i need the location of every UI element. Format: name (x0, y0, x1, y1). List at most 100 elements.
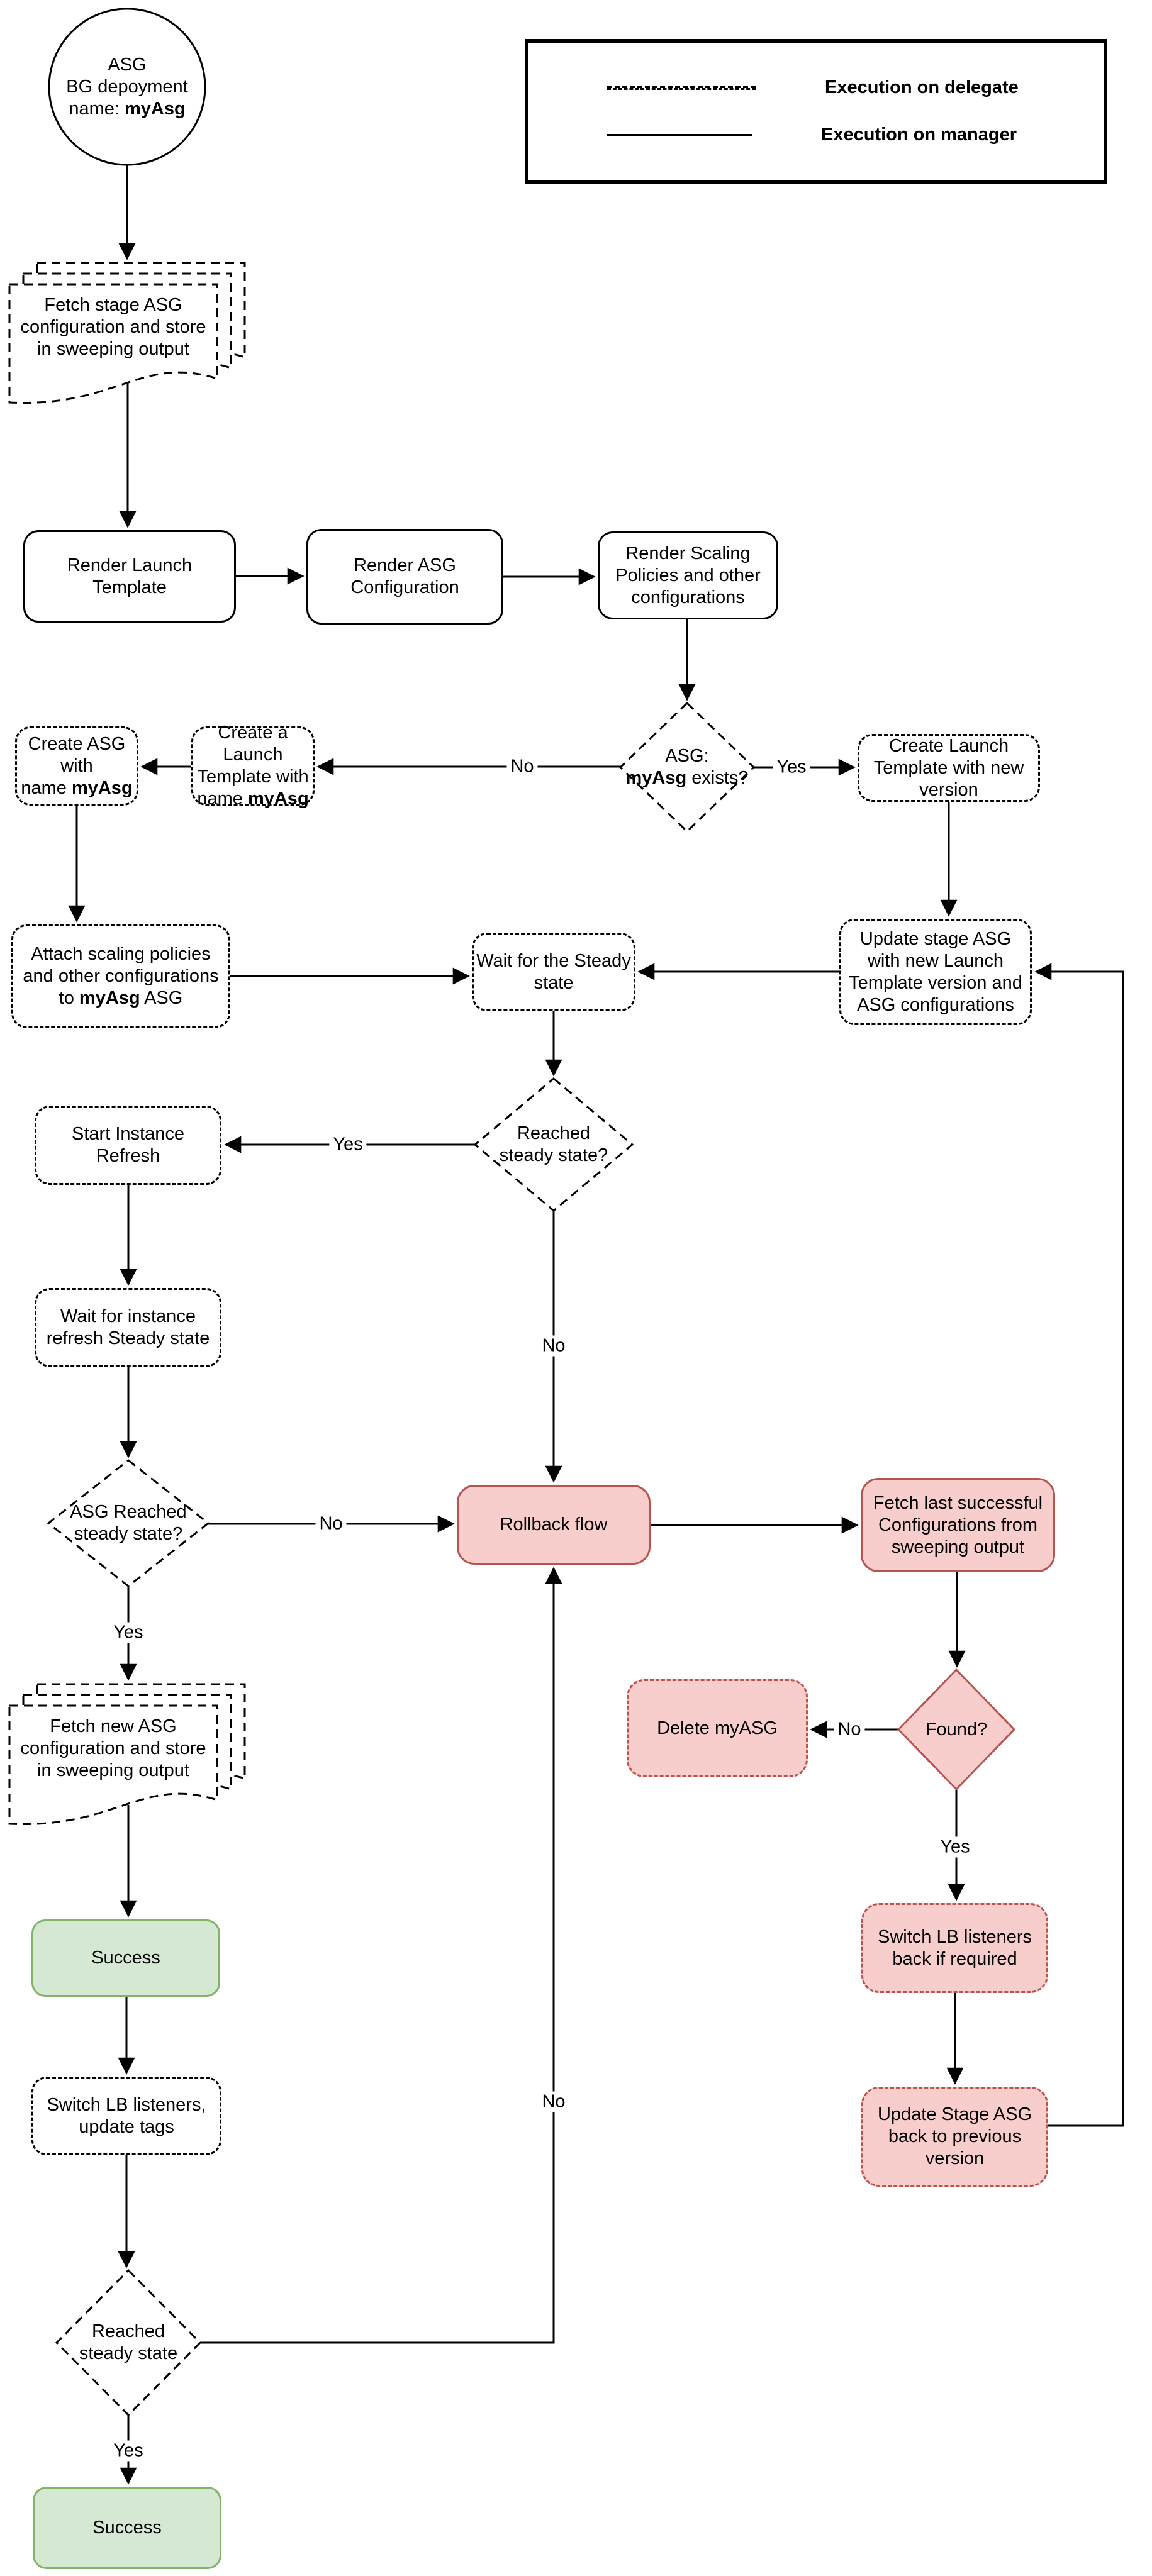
node-start-instance-refresh: Start Instance Refresh (35, 1106, 221, 1185)
node-update-stage-asg: Update stage ASG with new Launch Templat… (839, 919, 1032, 1025)
node-wait-instance-refresh: Wait for instance refresh Steady state (35, 1288, 221, 1367)
node-line: configuration and store (20, 316, 206, 337)
node-switch-lb-update-tags: Switch LB listeners, update tags (31, 2077, 221, 2155)
node-line: Refresh (96, 1146, 160, 1166)
node-wait-for-steady-state: Wait for the Steady state (472, 933, 635, 1011)
node-success-final: Success (33, 2487, 221, 2569)
node-line: Fetch stage ASG (44, 294, 182, 315)
edge-label-yes: Yes (773, 757, 810, 778)
node-line: to myAsg ASG (59, 988, 183, 1008)
node-line: Create ASG with (28, 733, 126, 776)
asg-reached-steady-diamond-shape (47, 1459, 210, 1587)
dashed-line-sample (607, 86, 756, 90)
node-line: Configuration (350, 577, 459, 597)
node-line: sweeping output (891, 1536, 1025, 1557)
legend: Execution on delegate Execution on manag… (525, 39, 1107, 184)
node-found-decision: Found? (893, 1718, 1019, 1741)
node-line: Success (92, 2518, 162, 2538)
node-reached-steady-final-decision: Reached steady state (47, 2320, 210, 2365)
node-line: Render Launch (67, 555, 193, 575)
node-fetch-stage-doc: Fetch stage ASG configuration and store … (9, 286, 217, 368)
legend-label: Execution on manager (821, 125, 1017, 145)
node-line: ASG configurations (857, 994, 1014, 1015)
node-render-asg-configuration: Render ASG Configuration (306, 529, 503, 625)
node-line: Update stage ASG (859, 928, 1012, 949)
node-line: Policies and other (615, 565, 761, 586)
node-render-scaling-policies: Render Scaling Policies and other config… (598, 531, 778, 619)
node-fetch-new-doc: Fetch new ASG configuration and store in… (9, 1707, 217, 1789)
node-line: back if required (892, 1948, 1017, 1969)
edge-label-no: No (506, 756, 538, 777)
node-line: steady state? (74, 1524, 183, 1544)
start-circle-shape (48, 8, 206, 166)
node-line: Attach scaling policies (31, 944, 211, 964)
node-create-launch-template-new-version: Create Launch Template with new version (858, 734, 1040, 802)
node-attach-scaling-policies: Attach scaling policies and other config… (11, 924, 230, 1028)
node-line: state (534, 972, 574, 993)
node-line: Template (92, 577, 167, 597)
node-line: and other configurations (23, 966, 219, 986)
node-asg-exists-decision: ASG: myAsg exists? (605, 745, 769, 790)
edge-label-yes: Yes (109, 2440, 147, 2462)
solid-line-sample (607, 133, 752, 136)
node-line: Reached (91, 2321, 165, 2341)
edge-label-no: No (315, 1513, 347, 1535)
node-line: Start Instance (72, 1124, 184, 1144)
node-line: with new Launch (867, 950, 1004, 971)
node-start-circle: ASG BG depoyment name: myAsg (48, 52, 206, 121)
edge-label-no: No (834, 1719, 865, 1740)
node-line: Delete myASG (657, 1718, 778, 1738)
node-update-stage-asg-back: Update Stage ASG back to previous versio… (861, 2087, 1048, 2187)
node-create-a-launch-template: Create a Launch Template with name myAsg (191, 723, 315, 809)
node-line: refresh Steady state (46, 1328, 210, 1348)
node-line: name myAsg (21, 777, 133, 798)
legend-label: Execution on delegate (825, 77, 1019, 97)
node-success-mid: Success (31, 1919, 220, 1997)
node-line: Found? (925, 1719, 988, 1740)
node-line: Update Stage ASG (877, 2104, 1032, 2124)
node-switch-lb-back: Switch LB listeners back if required (861, 1903, 1048, 1993)
node-line: BG depoyment (66, 76, 188, 97)
node-line: Wait for the Steady (476, 950, 631, 971)
node-line: Fetch new ASG (50, 1716, 177, 1736)
node-line: Create a Launch (218, 723, 288, 765)
node-line: in sweeping output (37, 338, 189, 359)
node-line: Create Launch (888, 735, 1009, 756)
node-line: name: myAsg (69, 98, 186, 119)
edge-label-yes: Yes (109, 1622, 147, 1643)
node-line: Configurations from (878, 1514, 1038, 1535)
node-line: Template with (197, 767, 309, 787)
node-line: steady state (79, 2343, 178, 2363)
found-diamond-shape (897, 1668, 1015, 1790)
node-asg-reached-steady-decision: ASG Reached steady state? (47, 1501, 210, 1546)
node-render-launch-template: Render Launch Template (23, 530, 236, 623)
node-line: Rollback flow (500, 1514, 608, 1535)
node-line: Reached (517, 1123, 591, 1143)
node-delete-myasg: Delete myASG (627, 1679, 808, 1777)
node-line: Template with new (873, 757, 1024, 778)
legend-item-delegate: Execution on delegate (607, 77, 1104, 98)
node-reached-steady-state-decision: Reached steady state? (478, 1122, 629, 1167)
node-line: configurations (631, 587, 745, 608)
node-line: update tags (79, 2116, 174, 2137)
document-fetch-new-shape (8, 1683, 246, 1826)
node-line: Switch LB listeners, (47, 2094, 206, 2115)
node-line: Switch LB listeners (878, 1926, 1032, 1947)
node-line: version (919, 779, 978, 800)
node-line: Render Scaling (625, 543, 751, 564)
node-fetch-last-successful: Fetch last successful Configurations fro… (861, 1478, 1055, 1572)
node-line: ASG Reached (70, 1502, 187, 1522)
document-fetch-stage-shape (8, 262, 246, 404)
asg-exists-diamond-shape (618, 701, 756, 833)
node-line: Success (91, 1948, 160, 1968)
connectors (68, 165, 1124, 2485)
reached-steady-final-diamond-shape (55, 2268, 202, 2417)
node-line: in sweeping output (37, 1760, 189, 1780)
node-line: Render ASG (354, 555, 456, 575)
node-line: ASG: (665, 746, 709, 766)
reached-steady-diamond-shape (473, 1077, 634, 1212)
node-line: configuration and store (20, 1738, 206, 1758)
node-create-asg: Create ASG with name myAsg (15, 726, 138, 806)
